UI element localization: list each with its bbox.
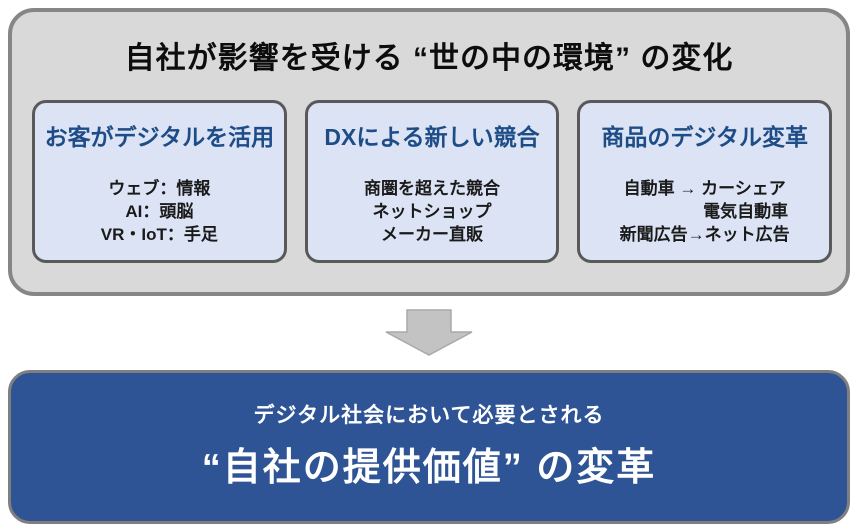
- env-card-line: ウェブ：情報: [108, 179, 211, 198]
- environment-boxes-row: お客がデジタルを活用 ウェブ：情報 AI：頭脳 VR・IoT：手足 DXによる新…: [32, 100, 833, 263]
- env-card-title: 商品のデジタル変革: [601, 124, 808, 150]
- environment-panel: 自社が影響を受ける “世の中の環境” の変化 お客がデジタルを活用 ウェブ：情報…: [8, 8, 850, 296]
- result-banner: デジタル社会において必要とされる “自社の提供価値” の変革: [8, 370, 850, 524]
- env-card-customer-digital: お客がデジタルを活用 ウェブ：情報 AI：頭脳 VR・IoT：手足: [32, 100, 287, 263]
- env-card-title: お客がデジタルを活用: [44, 124, 275, 150]
- env-card-line: ネットショップ: [372, 202, 492, 221]
- down-arrow-icon: [385, 309, 473, 356]
- env-card-dx-competition: DXによる新しい競合 商圏を超えた競合 ネットショップ メーカー直販: [304, 100, 560, 263]
- env-card-title: DXによる新しい競合: [324, 124, 540, 150]
- env-card-product-digital: 商品のデジタル変革 自動車 → カーシェア 電気自動車 新聞広告→ネット広告: [577, 100, 833, 263]
- env-card-body: 自動車 → カーシェア 電気自動車 新聞広告→ネット広告: [580, 177, 829, 246]
- env-card-line: AI：頭脳: [125, 202, 194, 221]
- result-banner-title: “自社の提供価値” の変革: [201, 447, 657, 489]
- env-card-line: 商圏を超えた競合: [364, 179, 500, 198]
- env-card-line: 電気自動車: [703, 202, 789, 221]
- result-banner-subtitle: デジタル社会において必要とされる: [253, 404, 605, 427]
- environment-panel-title: 自社が影響を受ける “世の中の環境” の変化: [124, 42, 734, 75]
- env-card-line: VR・IoT：手足: [100, 225, 218, 244]
- env-card-line: メーカー直販: [381, 225, 483, 244]
- env-card-line: 新聞広告→ネット広告: [619, 225, 790, 244]
- env-card-body: 商圏を超えた競合 ネットショップ メーカー直販: [308, 177, 557, 246]
- env-card-line: 自動車 → カーシェア: [623, 179, 786, 198]
- env-card-body: ウェブ：情報 AI：頭脳 VR・IoT：手足: [35, 177, 284, 246]
